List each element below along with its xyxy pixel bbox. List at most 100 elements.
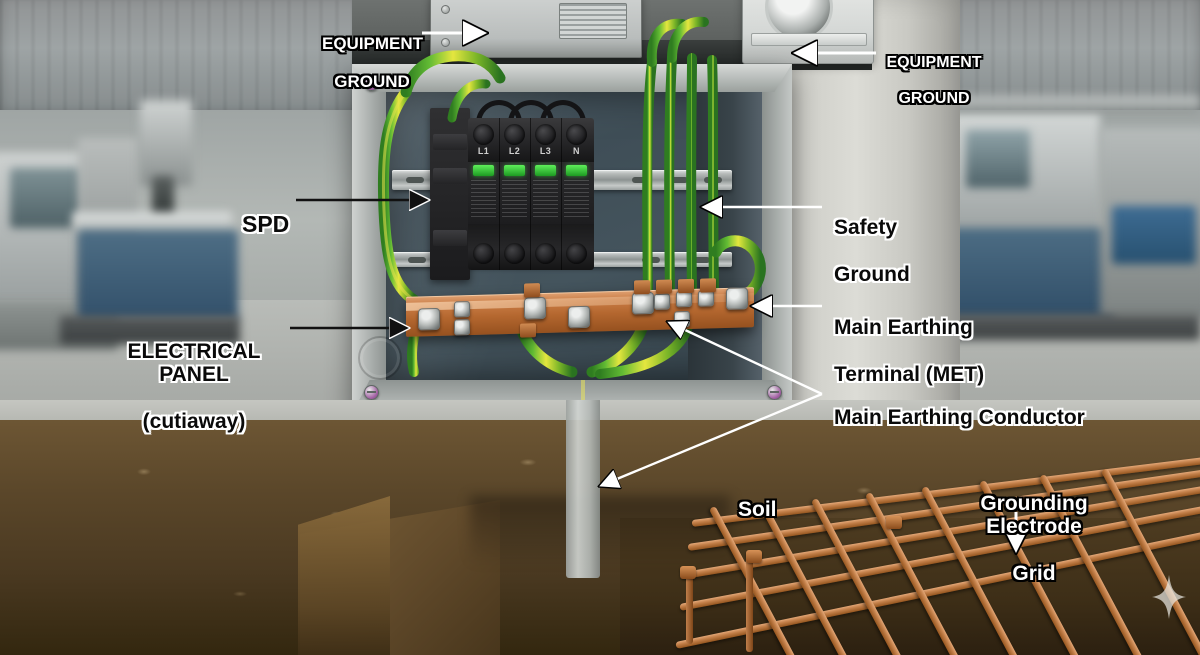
spd-pole-L2[interactable]: L2	[499, 118, 531, 270]
grid-clamp	[680, 566, 696, 579]
din-rail-hole	[408, 257, 426, 263]
spd-top-terminal	[535, 124, 556, 145]
met-bolt	[454, 319, 470, 336]
label-line: (cutiaway)	[142, 410, 246, 434]
spd-pole-label: L1	[477, 146, 490, 156]
spd-pole-L1[interactable]: L1	[468, 118, 500, 270]
din-rail-hole	[406, 177, 424, 183]
spd-status-window	[473, 165, 494, 176]
met-bolt	[454, 301, 470, 318]
label-grounding-electrode-grid: Grounding Electrode Grid	[930, 468, 1138, 609]
spd-top-terminal	[473, 124, 494, 145]
label-line: ELECTRICAL PANEL	[127, 339, 261, 387]
panel-corner-screw	[364, 76, 379, 91]
spd-label-print	[533, 180, 558, 220]
spd-label-print	[502, 180, 527, 220]
label-line: Ground	[834, 262, 910, 286]
spd-bottom-terminal	[535, 243, 556, 264]
machine-center-cabinet	[78, 230, 238, 320]
spd-side-band	[433, 230, 467, 246]
spd-pole-label: L3	[539, 146, 552, 156]
label-line: SPD	[242, 210, 290, 237]
label-safety-ground: Safety Ground	[834, 192, 910, 310]
label-electrical-panel: ELECTRICAL PANEL (cutiaway)	[94, 316, 294, 457]
spd-label-print	[471, 180, 496, 220]
machine-right-window	[966, 130, 1030, 188]
din-rail-hole	[632, 177, 650, 183]
spd-side-band	[433, 168, 467, 184]
spd-bottom-terminal	[473, 243, 494, 264]
spd-top-terminal	[504, 124, 525, 145]
machine-right-skirt	[930, 314, 1200, 340]
label-line: GROUND	[334, 72, 410, 92]
label-line: Grounding Electrode	[980, 491, 1088, 539]
spd-status-window	[566, 165, 587, 176]
din-rail-hole	[642, 257, 660, 263]
met-bolt	[676, 290, 692, 308]
equipment-machine-top	[430, 0, 642, 58]
met-bolt	[568, 305, 590, 329]
label-main-earthing-terminal: Main Earthing Terminal (MET)	[834, 292, 984, 410]
met-cable-lug	[520, 323, 536, 338]
din-rail-hole	[670, 177, 688, 183]
spd-pole-label: L2	[508, 146, 521, 156]
met-cable-lug	[524, 283, 540, 298]
grounding-electrode-grid	[675, 457, 1200, 655]
panel-bevel-right	[762, 64, 792, 414]
sparkle-watermark	[1152, 575, 1186, 619]
machine-screw	[441, 38, 450, 47]
equipment-appliance-washer	[742, 0, 874, 64]
label-soil: Soil	[738, 474, 777, 545]
grid-clamp	[886, 516, 902, 529]
grid-clamp	[746, 550, 762, 563]
machine-center-spindle	[152, 176, 174, 220]
met-bolt	[674, 310, 690, 328]
machine-center-head	[140, 100, 192, 186]
met-cable-lug	[678, 278, 694, 294]
label-line: GROUND	[898, 89, 970, 107]
panel-corner-screw	[767, 385, 782, 400]
spd-status-window	[504, 165, 525, 176]
met-bolt	[632, 291, 654, 315]
appliance-control-panel	[751, 33, 867, 46]
spd-jumper-loop	[540, 100, 586, 127]
conduit-sleeve	[566, 400, 600, 578]
label-line: Main Earthing	[834, 315, 973, 339]
label-spd: SPD	[242, 186, 289, 263]
spd-bottom-terminal	[566, 243, 587, 264]
spd-top-terminal	[566, 124, 587, 145]
machine-center-bed	[72, 212, 232, 234]
label-line: Terminal (MET)	[834, 362, 985, 386]
machine-center-skirt	[60, 316, 240, 344]
label-equipment-ground-left: EQUIPMENT GROUND	[322, 15, 424, 110]
spd-surge-protective-device[interactable]: L1 L2 L3 N	[468, 118, 594, 270]
spd-side-band	[433, 134, 467, 150]
machine-left-screen	[10, 168, 82, 228]
spd-pole-L3[interactable]: L3	[530, 118, 562, 270]
grid-post	[686, 574, 693, 644]
met-bolt	[418, 307, 440, 331]
met-cable-lug	[634, 280, 650, 295]
label-line: EQUIPMENT	[886, 53, 982, 71]
label-line: Grid	[1012, 562, 1056, 586]
spd-pole-N[interactable]: N	[561, 118, 592, 270]
spd-bottom-terminal	[504, 243, 525, 264]
panel-corner-screw	[364, 385, 379, 400]
met-bolt	[726, 287, 748, 310]
trench-shadow	[470, 496, 730, 566]
excavation-face	[298, 496, 390, 655]
label-line: EQUIPMENT	[322, 34, 424, 54]
label-main-earthing-conductor: Main Earthing Conductor	[834, 382, 1085, 453]
label-line: Safety	[834, 215, 898, 239]
label-equipment-ground-right: EQUIPMENT GROUND	[882, 36, 986, 126]
machine-right-cabinet	[944, 228, 1114, 320]
spd-pole-label: N	[573, 146, 580, 156]
spd-label-print	[564, 180, 589, 220]
machine-screw	[441, 5, 450, 14]
met-cable-lug	[700, 278, 716, 293]
met-bolt	[524, 296, 546, 320]
grid-post	[746, 556, 753, 652]
panel-side-wall	[688, 92, 762, 380]
machine-far-right-accent	[1112, 206, 1196, 264]
